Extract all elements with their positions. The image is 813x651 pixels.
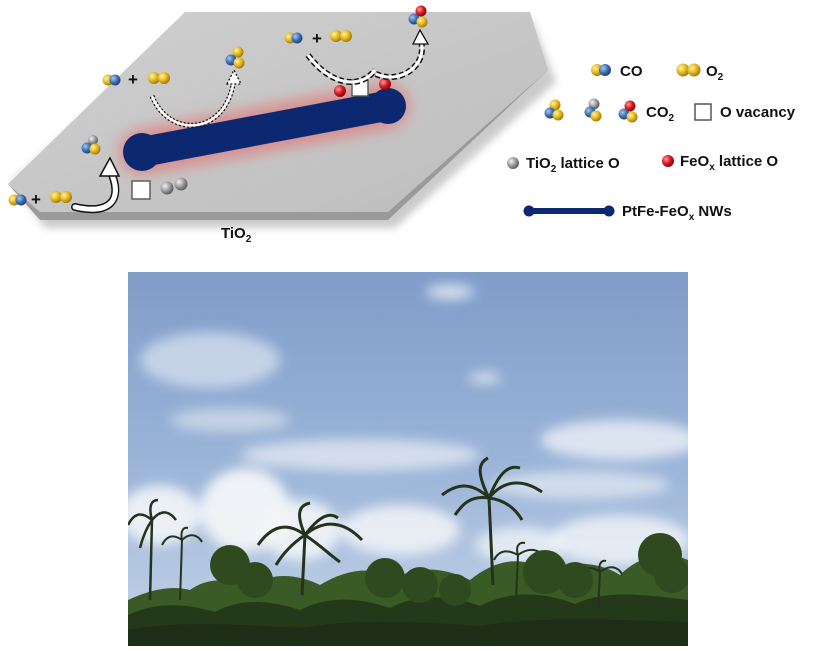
legend-co2-icon (618, 100, 638, 123)
nanowire-end-right (370, 88, 406, 124)
nanowire-body (127, 91, 401, 167)
o2-molecule (50, 191, 72, 203)
o-vacancy-site-left (131, 180, 151, 200)
legend-o-vacancy-label: O vacancy (720, 104, 796, 121)
legend-o2-icon (676, 63, 701, 77)
solid-reaction-arrow (71, 156, 121, 214)
legend-o2-label: O2 (706, 63, 724, 83)
feox-lattice-o-atom (334, 85, 346, 97)
legend-tio2-lattice-o-label: TiO2 lattice O (526, 155, 620, 175)
landscape-photo (128, 272, 688, 646)
legend-tio2-lattice-o-icon (507, 157, 519, 169)
legend: CO O2 CO2 O vacancy TiO2 lattice O (507, 63, 796, 223)
co-molecule (8, 194, 27, 206)
co2-molecule (81, 135, 101, 155)
plus-sign: + (31, 190, 41, 209)
legend-nanowire-icon (520, 202, 618, 220)
legend-co2-label: CO2 (646, 104, 675, 124)
legend-co-label: CO (620, 63, 643, 80)
palm-tree (441, 456, 543, 586)
dashed-reaction-arrow (305, 28, 430, 85)
nanowire-end-left (123, 133, 161, 171)
legend-co-icon (591, 64, 611, 76)
co2-molecule (408, 5, 428, 28)
dotted-reaction-arrow (149, 68, 243, 128)
co-molecule (102, 74, 121, 86)
co2-molecule (225, 46, 245, 69)
palm-tree (128, 498, 177, 601)
legend-o-vacancy-icon (694, 103, 712, 121)
substrate-label: TiO2 (221, 225, 252, 245)
tree-canopy (210, 533, 688, 606)
ptfe-feox-nanowire (119, 83, 409, 175)
tio2-lattice-o-atom (174, 177, 188, 191)
palm-tree (256, 501, 364, 596)
plus-sign: + (312, 29, 322, 48)
plus-sign: + (128, 70, 138, 89)
o2-molecule (148, 72, 170, 84)
o2-molecule (330, 30, 352, 42)
legend-nanowire-label: PtFe-FeOx NWs (622, 203, 732, 223)
tio2-lattice-o-atom (160, 181, 174, 195)
feox-lattice-o-atom (379, 78, 391, 90)
palm-tree (161, 526, 203, 601)
co-molecule (284, 32, 303, 44)
legend-feox-lattice-o-label: FeOx lattice O (680, 153, 778, 173)
legend-feox-lattice-o-icon (662, 155, 674, 167)
legend-co2-icon (584, 98, 602, 122)
legend-co2-icon (544, 99, 564, 121)
